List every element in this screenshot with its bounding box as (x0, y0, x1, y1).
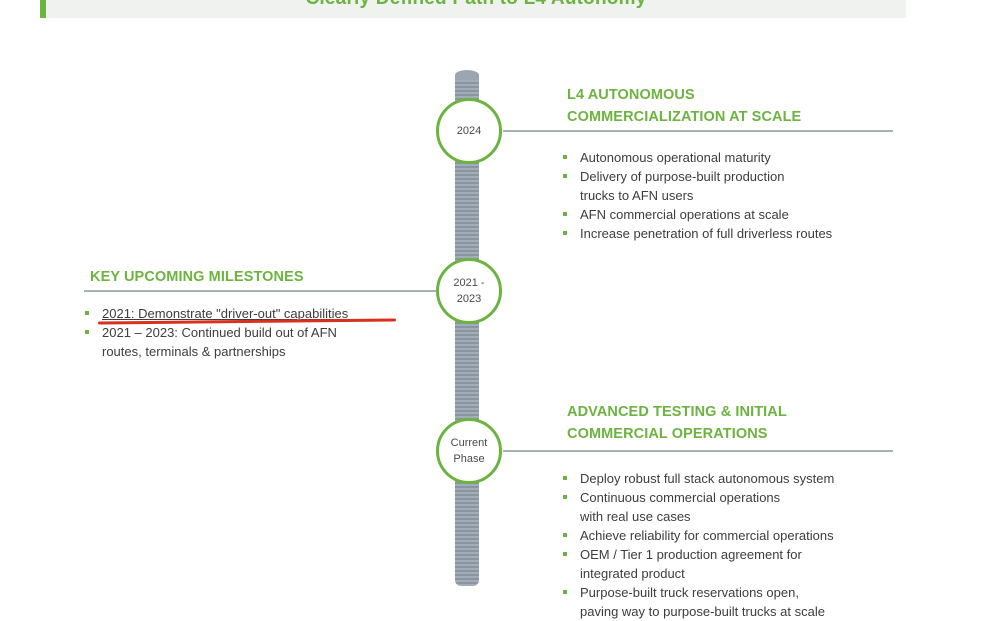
bullet-line: 2021 – 2023: Continued build out of AFN (102, 325, 337, 340)
list-item: OEM / Tier 1 production agreement for in… (562, 545, 834, 583)
node-label-line: 2023 (456, 293, 482, 305)
bullet-line: trucks to AFN users (580, 188, 694, 203)
heading-line: COMMERCIALIZATION AT SCALE (567, 109, 802, 125)
milestones-heading: KEY UPCOMING MILESTONES (90, 266, 304, 288)
node-label-line: Phase (453, 453, 485, 465)
bullet-line: OEM / Tier 1 production agreement for (580, 547, 802, 562)
connector-line-current-phase (503, 450, 893, 452)
bullet-line: Delivery of purpose-built production (580, 169, 785, 184)
bullet-line: 2021: Demonstrate "driver-out" capabilit… (102, 306, 349, 321)
bullet-line: integrated product (580, 566, 685, 581)
list-item: 2021: Demonstrate "driver-out" capabilit… (84, 304, 348, 323)
list-item: Delivery of purpose-built production tru… (562, 167, 832, 205)
list-item: Deploy robust full stack autonomous syst… (562, 469, 834, 488)
bullet-line: AFN commercial operations at scale (580, 207, 789, 222)
heading-line: L4 AUTONOMOUS (567, 87, 695, 103)
list-item: Increase penetration of full driverless … (562, 224, 832, 243)
l4-bullet-list: Autonomous operational maturity Delivery… (562, 148, 832, 243)
node-label-line: 2021 - (453, 277, 485, 289)
node-label-2024: 2024 (442, 123, 496, 139)
bullet-line: Purpose-built truck reservations open, (580, 585, 799, 600)
bullet-line: Continuous commercial operations (580, 490, 781, 505)
slide-title: Clearly Defined Path to L4 Autonomy (46, 0, 906, 10)
bullet-line: Achieve reliability for commercial opera… (580, 528, 834, 543)
list-item: Continuous commercial operations with re… (562, 488, 834, 526)
timeline-node-2024: 2024 (436, 98, 502, 164)
bullet-line: with real use cases (580, 509, 691, 524)
list-item: Achieve reliability for commercial opera… (562, 526, 834, 545)
title-banner: Clearly Defined Path to L4 Autonomy (40, 0, 906, 18)
node-label-line: Current (450, 437, 488, 449)
heading-line: COMMERCIAL OPERATIONS (567, 426, 768, 442)
node-label-current-phase: Current Phase (442, 435, 496, 467)
bullet-line: routes, terminals & partnerships (102, 344, 286, 359)
node-label-2021-2023: 2021 - 2023 (442, 275, 496, 307)
connector-line-2024 (503, 130, 893, 132)
milestones-bullet-list: 2021: Demonstrate "driver-out" capabilit… (84, 304, 348, 361)
bullet-line: Increase penetration of full driverless … (580, 226, 833, 241)
advanced-heading: ADVANCED TESTING & INITIAL COMMERCIAL OP… (567, 401, 787, 445)
node-label-line: 2024 (456, 125, 482, 137)
list-item: Autonomous operational maturity (562, 148, 832, 167)
bullet-line: Deploy robust full stack autonomous syst… (580, 471, 835, 486)
list-item: Purpose-built truck reservations open, p… (562, 583, 834, 621)
timeline-node-2021-2023: 2021 - 2023 (436, 258, 502, 324)
l4-heading: L4 AUTONOMOUS COMMERCIALIZATION AT SCALE (567, 84, 801, 128)
advanced-bullet-list: Deploy robust full stack autonomous syst… (562, 469, 834, 621)
bullet-line: Autonomous operational maturity (580, 150, 771, 165)
heading-line: ADVANCED TESTING & INITIAL (567, 404, 787, 420)
timeline-spine-cap (455, 70, 479, 80)
list-item: 2021 – 2023: Continued build out of AFN … (84, 323, 348, 361)
connector-line-2021-2023 (84, 290, 439, 292)
heading-line: KEY UPCOMING MILESTONES (90, 269, 304, 285)
list-item: AFN commercial operations at scale (562, 205, 832, 224)
timeline-node-current-phase: Current Phase (436, 418, 502, 484)
